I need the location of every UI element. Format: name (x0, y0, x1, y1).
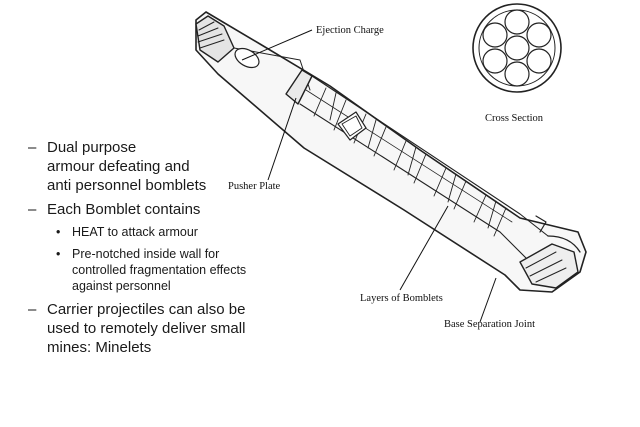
label-layers-of-bomblets: Layers of Bomblets (360, 293, 443, 304)
cross-section-center-bomblet (504, 35, 530, 61)
sub-bullet-pre-notched: Pre-notched inside wall for controlled f… (47, 246, 288, 294)
layers-of-bomblets-leader (399, 205, 449, 291)
cross-section-drawing (472, 3, 562, 93)
base-separation-leader (479, 277, 497, 323)
cross-section-outer (472, 3, 562, 93)
bullet-dual-purpose: Dual purpose armour defeating and anti p… (28, 138, 288, 195)
cross-section-bomblets (482, 9, 552, 87)
bomblet-detail (337, 111, 367, 141)
bullet-list: Dual purpose armour defeating and anti p… (28, 138, 288, 362)
ejection-charge-leader (241, 29, 313, 61)
sub-bullet-list: HEAT to attack armour Pre-notched inside… (47, 224, 288, 294)
bullet-carrier-projectiles: Carrier projectiles can also be used to … (28, 300, 288, 357)
projectile-drawing (195, 11, 587, 293)
sub-bullet-heat: HEAT to attack armour (47, 224, 288, 240)
label-ejection-charge: Ejection Charge (316, 25, 384, 36)
label-base-separation-joint: Base Separation Joint (444, 319, 535, 330)
label-cross-section: Cross Section (485, 113, 544, 124)
bullet-each-bomblet: Each Bomblet contains HEAT to attack arm… (28, 200, 288, 294)
